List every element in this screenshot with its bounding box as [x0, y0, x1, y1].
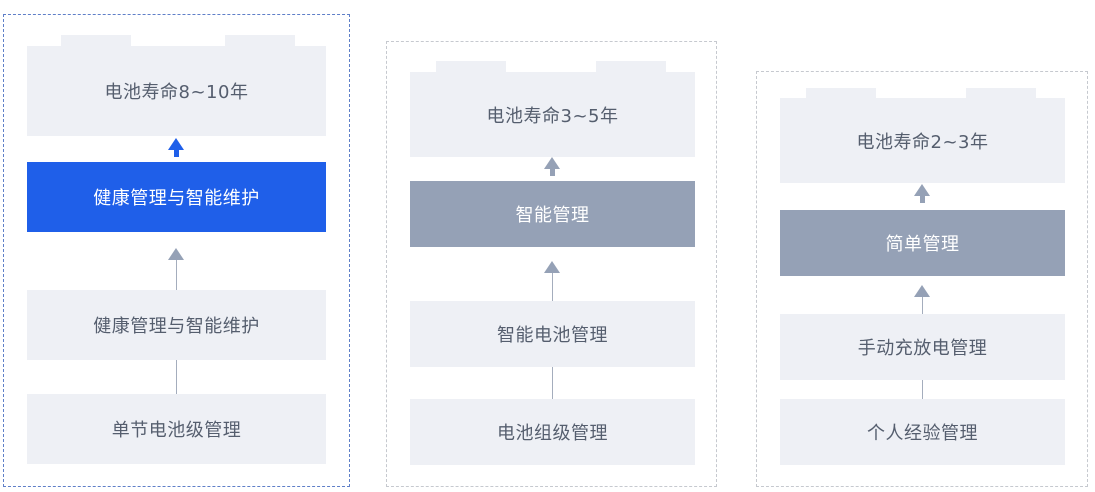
connector-line [552, 367, 553, 399]
connector-line [176, 260, 177, 290]
up-arrow-icon [168, 248, 184, 260]
tier1-card: 单节电池级管理 [27, 394, 326, 464]
column-panel-2 [386, 41, 717, 487]
card-tab-left [806, 88, 876, 100]
card-tab-right [225, 35, 295, 47]
tier1-card: 电池组级管理 [410, 399, 695, 465]
up-arrow-icon [914, 184, 930, 196]
tier1-card: 个人经验管理 [780, 399, 1065, 465]
card-tab-right [596, 61, 666, 73]
connector-line [922, 297, 923, 314]
up-arrow-icon [914, 285, 930, 297]
column-panel-3 [756, 71, 1088, 487]
card-tab-left [436, 61, 506, 73]
tier2-card: 智能电池管理 [410, 301, 695, 367]
tier2-card: 手动充放电管理 [780, 314, 1065, 380]
connector-line [922, 380, 923, 399]
up-arrow-icon [544, 157, 560, 169]
arrow-shaft [174, 150, 179, 157]
arrow-shaft [920, 196, 925, 203]
connector-line [552, 273, 553, 301]
tier3-card: 简单管理 [780, 210, 1065, 276]
up-arrow-icon [168, 138, 184, 150]
lifespan-card: 电池寿命3~5年 [410, 72, 695, 157]
card-tab-right [966, 88, 1036, 100]
card-tab-left [61, 35, 131, 47]
tier3-card: 健康管理与智能维护 [27, 162, 326, 232]
tier2-card: 健康管理与智能维护 [27, 290, 326, 360]
column-panel-1 [3, 14, 350, 487]
up-arrow-icon [544, 261, 560, 273]
lifespan-card: 电池寿命2~3年 [780, 98, 1065, 183]
connector-line [176, 360, 177, 394]
arrow-shaft [550, 169, 555, 176]
tier3-card: 智能管理 [410, 181, 695, 247]
lifespan-card: 电池寿命8~10年 [27, 46, 326, 136]
